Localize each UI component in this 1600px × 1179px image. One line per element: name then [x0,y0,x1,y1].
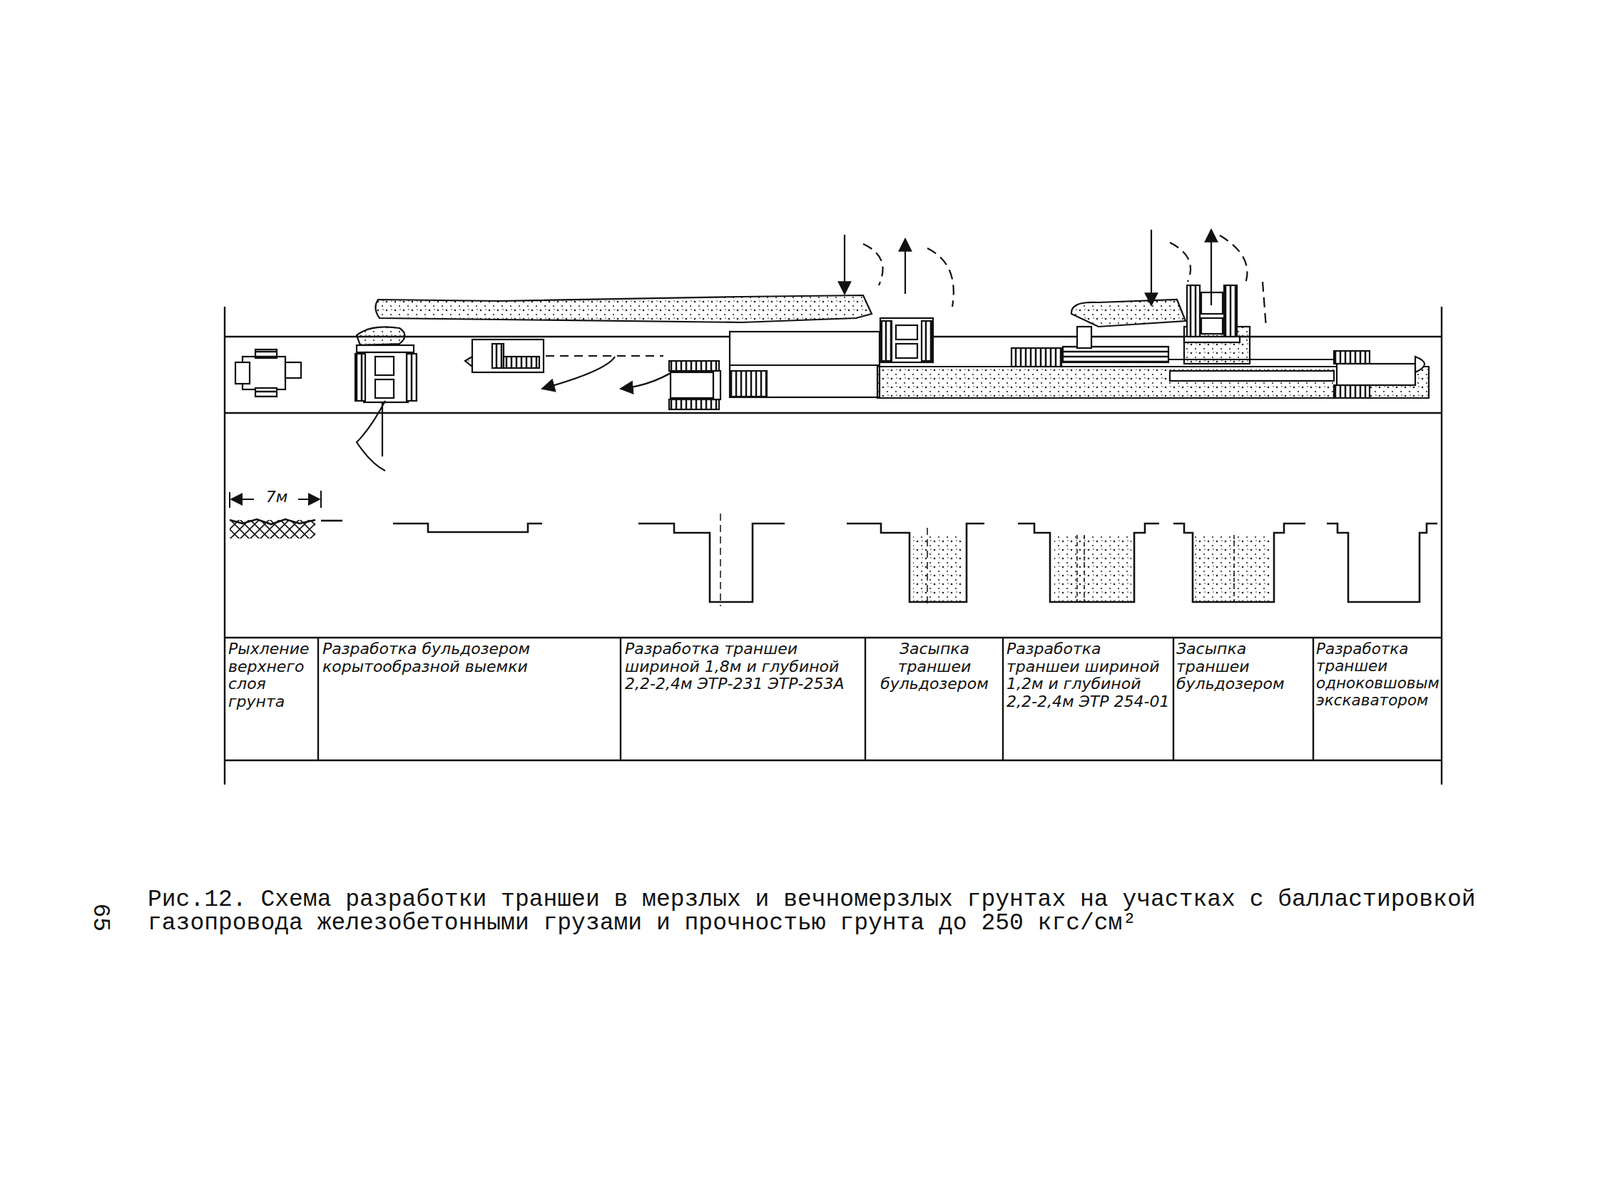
table-cell: Засыпка траншеи бульдозером [868,640,1001,694]
table-cell: Разработка траншеи одноковшовым экскават… [1316,640,1439,710]
table-cell: Засыпка траншеи бульдозером [1176,640,1311,694]
dimension-label: 7м [255,488,299,507]
table-cell: Разработка траншеи шириной 1,8м и глубин… [624,640,862,694]
table-cell: Рыхление верхнего слоя грунта [228,640,316,712]
page-number: 65 [88,903,112,961]
cross-sections [229,513,1438,607]
table-cell: Разработка траншеи шириной 1,2м и глубин… [1006,640,1171,712]
table-cell: Разработка бульдозером корытообразной вы… [322,640,617,676]
plan-view [235,229,1429,471]
figure-caption: Рис.12. Схема разработки траншеи в мерзл… [147,888,1546,936]
frame [224,306,1442,785]
